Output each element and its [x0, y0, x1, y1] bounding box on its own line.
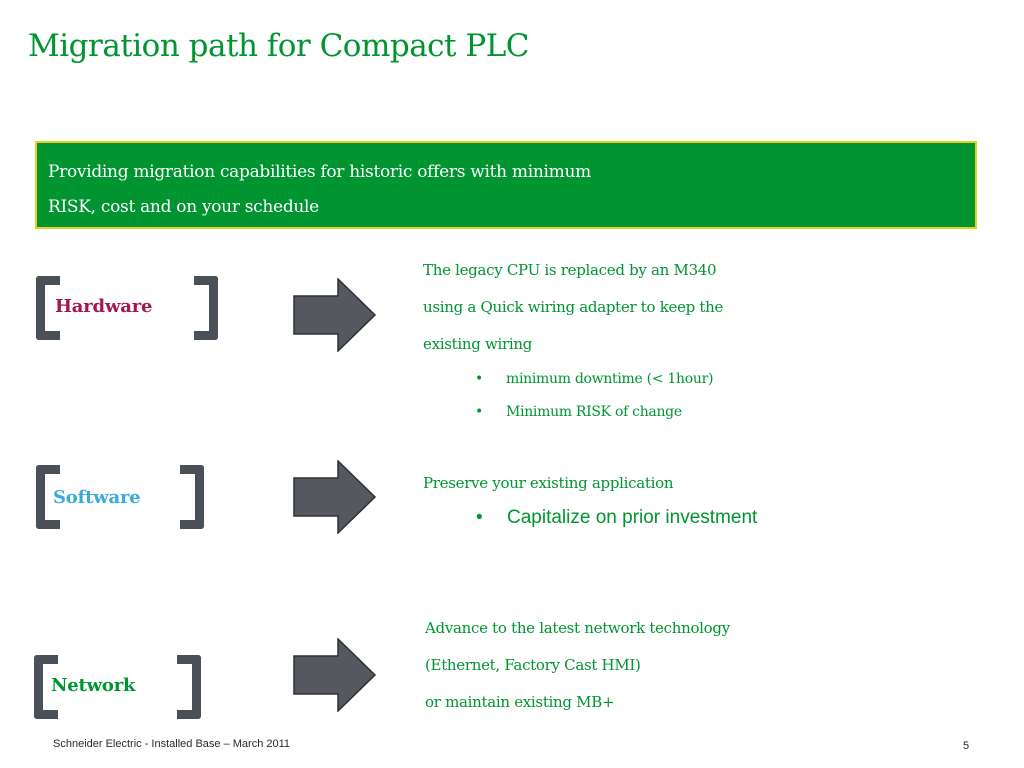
right-arrow-icon [293, 278, 377, 352]
right-bracket-icon [194, 276, 218, 340]
hardware-line-2: using a Quick wiring adapter to keep the [423, 298, 724, 316]
software-line-1: Preserve your existing application [423, 474, 674, 492]
software-description: Preserve your existing application [423, 465, 674, 502]
left-bracket-icon [36, 276, 60, 340]
banner-line-2: RISK, cost and on your schedule [48, 197, 319, 217]
hardware-bullet-1: •minimum downtime (< 1hour) [423, 363, 723, 396]
bullet-icon: • [475, 404, 483, 420]
software-bullet-1: •Capitalize on prior investment [476, 507, 758, 528]
footer-text: Schneider Electric - Installed Base – Ma… [53, 738, 291, 750]
hardware-line-1: The legacy CPU is replaced by an M340 [423, 261, 717, 279]
software-label: Software [53, 487, 141, 508]
left-bracket-icon [36, 465, 60, 529]
hardware-bullet-2: •Minimum RISK of change [423, 396, 723, 429]
network-line-2: (Ethernet, Factory Cast HMI) [425, 656, 641, 674]
hardware-line-3: existing wiring [423, 335, 533, 353]
page-number: 5 [963, 740, 970, 752]
right-bracket-icon [180, 465, 204, 529]
bullet-icon: • [476, 507, 483, 528]
right-arrow-icon [293, 460, 377, 534]
banner-line-1: Providing migration capabilities for his… [48, 162, 591, 182]
right-bracket-icon [177, 655, 201, 719]
network-label: Network [51, 675, 136, 696]
summary-banner: Providing migration capabilities for his… [35, 141, 977, 229]
network-description: Advance to the latest network technology… [425, 610, 730, 721]
hardware-label: Hardware [55, 296, 153, 317]
network-line-1: Advance to the latest network technology [425, 619, 730, 637]
hardware-bullet-list: •minimum downtime (< 1hour) •Minimum RIS… [423, 363, 723, 429]
left-bracket-icon [34, 655, 58, 719]
network-line-3: or maintain existing MB+ [425, 693, 615, 711]
right-arrow-icon [293, 638, 377, 712]
slide-title: Migration path for Compact PLC [28, 28, 530, 64]
hardware-description: The legacy CPU is replaced by an M340 us… [423, 252, 723, 429]
bullet-icon: • [475, 371, 483, 387]
